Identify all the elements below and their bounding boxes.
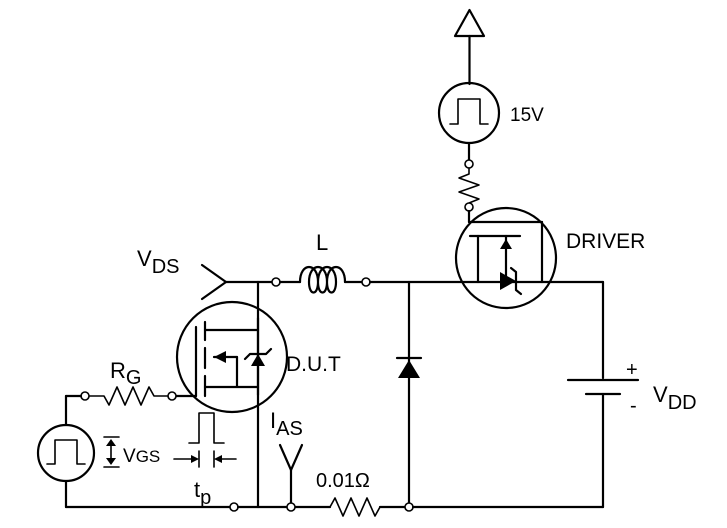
supply-triangle-symbol <box>453 8 486 38</box>
dut-label: D.U.T <box>286 353 341 376</box>
gate-pulse-generator <box>36 423 96 483</box>
vds-terminal-symbol <box>200 263 228 301</box>
tp-label: tp <box>194 477 211 509</box>
driver-label: DRIVER <box>566 230 645 253</box>
ias-probe-symbol <box>278 443 304 509</box>
vdd-battery-symbol <box>566 378 640 396</box>
vdd-label: VDD <box>653 382 697 414</box>
vds-label: VDS <box>137 246 179 278</box>
tp-dimension-arrow <box>173 450 237 468</box>
shunt-resistor <box>329 497 381 517</box>
source-voltage-label: 15V <box>510 105 544 126</box>
vgs-dimension-arrow <box>103 436 120 468</box>
rg-label: RG <box>110 358 141 389</box>
vdd-plus-sign: + <box>626 359 638 381</box>
shunt-label: 0.01Ω <box>316 470 370 492</box>
gate-resistor-rg <box>88 386 169 406</box>
driver-mosfet-symbol <box>454 206 558 310</box>
inductor-label: L <box>316 230 328 255</box>
vdd-minus-sign: - <box>630 395 637 417</box>
tp-pulse-waveform <box>188 412 225 444</box>
inductor-symbol <box>298 265 347 294</box>
freewheel-diode-symbol <box>395 356 423 378</box>
pulse-source-15v <box>437 81 501 145</box>
driver-gate-resistor <box>458 167 480 204</box>
ias-label: IAS <box>270 408 303 440</box>
vgs-label: VGS <box>123 446 160 467</box>
dut-mosfet-symbol <box>175 300 289 414</box>
